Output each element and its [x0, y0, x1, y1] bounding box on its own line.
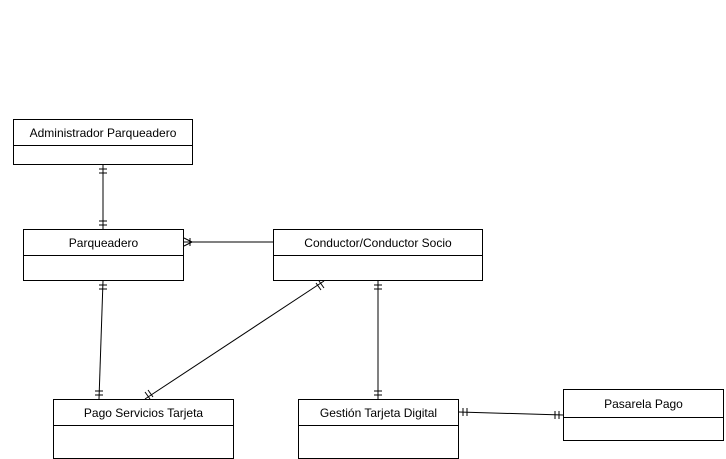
entity-title: Conductor/Conductor Socio	[274, 230, 482, 256]
entity-pasarela-pago[interactable]: Pasarela Pago	[563, 389, 724, 441]
entity-title: Gestión Tarjeta Digital	[299, 400, 458, 426]
edge-gestion-pasarela[interactable]	[458, 408, 564, 419]
entity-administrador-parqueadero[interactable]: Administrador Parqueadero	[13, 119, 193, 165]
entity-title: Pasarela Pago	[564, 390, 723, 418]
entity-parqueadero[interactable]: Parqueadero	[23, 229, 184, 281]
entity-gestion-tarjeta-digital[interactable]: Gestión Tarjeta Digital	[298, 399, 459, 459]
edge-conductor-parqueadero[interactable]	[183, 237, 273, 247]
entity-title: Pago Servicios Tarjeta	[54, 400, 233, 426]
entity-title: Administrador Parqueadero	[14, 120, 192, 146]
edge-conductor-pago[interactable]	[144, 280, 325, 400]
entity-conductor[interactable]: Conductor/Conductor Socio	[273, 229, 483, 281]
entity-title: Parqueadero	[24, 230, 183, 256]
edge-conductor-gestion[interactable]	[374, 281, 382, 399]
entity-pago-servicios-tarjeta[interactable]: Pago Servicios Tarjeta	[53, 399, 234, 459]
edge-admin-parqueadero[interactable]	[99, 165, 107, 229]
edge-parqueadero-pago[interactable]	[95, 280, 107, 400]
